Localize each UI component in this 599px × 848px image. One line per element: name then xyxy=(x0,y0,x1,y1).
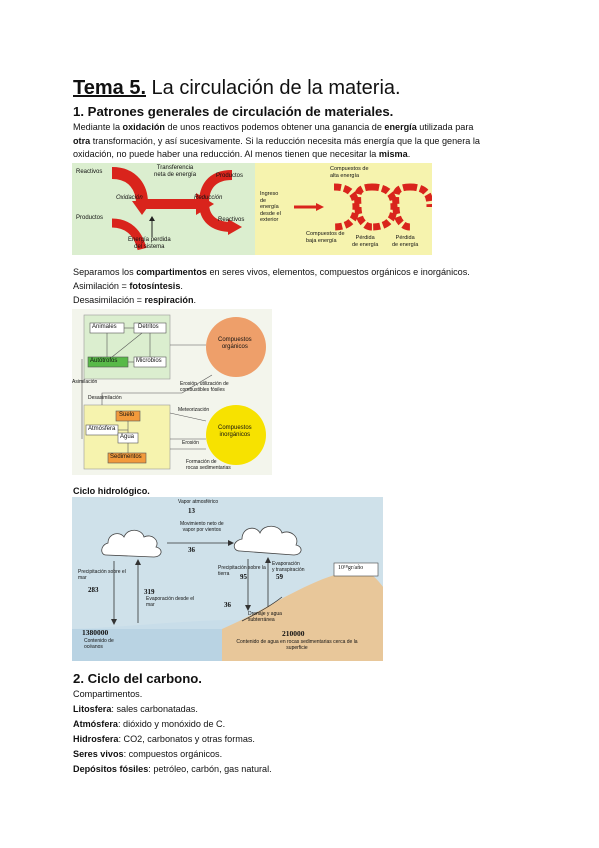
label-reactivos-top: Reactivos xyxy=(76,169,103,175)
title-text: La circulación de la materia. xyxy=(146,77,401,99)
box-sedimentos: Sedimentos xyxy=(110,454,142,460)
box-agua: Agua xyxy=(120,434,135,440)
paragraph-line: Mediante la oxidación de unos reactivos … xyxy=(73,122,474,132)
value-oceanos: 1380000 xyxy=(82,628,109,637)
label-asimilacion: Asimilación xyxy=(72,379,98,385)
label-productos-bottom: Productos xyxy=(76,215,104,221)
box-autotrofos: Autótrofos xyxy=(90,358,118,364)
paragraph-line: otra transformación, y así sucesivamente… xyxy=(73,135,480,146)
carbon-line: Litosfera: sales carbonatadas. xyxy=(73,704,198,714)
value-vapor: 13 xyxy=(188,507,195,515)
value-59: 59 xyxy=(276,573,283,581)
value-283: 283 xyxy=(88,586,99,594)
carbon-line: Depósitos fósiles: petróleo, carbón, gas… xyxy=(73,764,272,774)
box-detritos: Detritos xyxy=(138,324,159,330)
carbon-line: Atmósfera: dióxido y monóxido de C. xyxy=(73,719,226,729)
section-1-heading: 1. Patrones generales de circulación de … xyxy=(73,104,394,119)
label-meteorizacion: Meteorización xyxy=(178,407,210,413)
value-rocas: 210000 xyxy=(282,629,305,638)
label-reactivos-bottom: Reactivos xyxy=(218,217,245,223)
page-title: Tema 5. La circulación de la materia. xyxy=(73,76,401,100)
label-units: 10¹⁸gr/año xyxy=(338,565,364,571)
carbon-line: Hidrosfera: CO2, carbonatos y otras form… xyxy=(73,734,255,744)
label-erosion: Erosión xyxy=(182,440,199,446)
paragraph-line: Separamos los compartimentos en seres vi… xyxy=(73,267,470,277)
box-microbios: Microbios xyxy=(136,358,162,364)
label-oxidacion: Oxidación xyxy=(116,195,143,201)
label-productos-top: Productos xyxy=(216,173,244,179)
title-number: Tema 5. xyxy=(73,77,146,99)
carbon-line: Compartimentos. xyxy=(73,689,143,699)
paragraph-line: Asimilación = fotosíntesis. xyxy=(73,281,183,291)
label-rocas: Contenido de agua en rocas sedimentarias… xyxy=(236,639,358,651)
paragraph-line: Desasimilación = respiración. xyxy=(73,295,197,305)
compartments-figure: Animales Detritos Autótrofos Microbios C… xyxy=(72,309,272,475)
label-vapor-atmosferico: Vapor atmosférico xyxy=(178,499,219,505)
box-suelo: Suelo xyxy=(119,412,135,418)
hydro-cycle-label: Ciclo hidrológico. xyxy=(73,486,150,496)
label-reduccion: Reducción xyxy=(194,195,223,201)
box-atmosfera: Atmósfera xyxy=(88,426,116,432)
label-desasimilacion: Desasimilación xyxy=(88,395,122,401)
value-95: 95 xyxy=(240,573,247,581)
box-animales: Animales xyxy=(92,324,117,330)
section-2-heading: 2. Ciclo del carbono. xyxy=(73,671,202,686)
value-movimiento: 36 xyxy=(188,546,195,554)
paragraph-line: oxidación, no puede haber una reducción.… xyxy=(73,149,411,159)
carbon-line: Seres vivos: compuestos orgánicos. xyxy=(73,749,223,759)
value-319: 319 xyxy=(144,588,155,596)
value-36-drenaje: 36 xyxy=(224,601,231,609)
